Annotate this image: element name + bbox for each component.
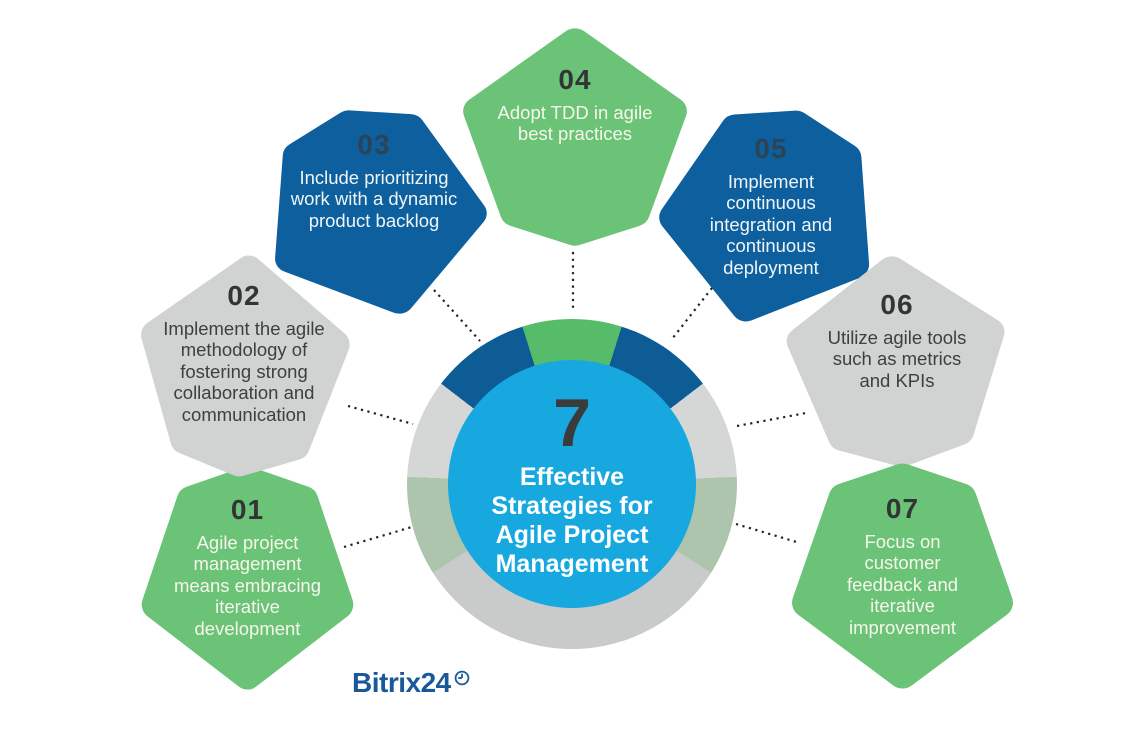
hub-title: Effective Strategies for Agile Project M… [491,463,653,578]
hub-count: 7 [553,385,591,461]
item-text: Implement the agile methodology of foste… [163,317,325,425]
connector-item-01 [343,525,413,549]
pentagon-shape [141,466,354,690]
strategy-item-02: 02 Implement the agile methodology of fo… [133,252,355,480]
item-text: Implement continuous integration and con… [709,170,833,278]
item-number: 05 [754,133,788,164]
hub-circle: 7 Effective Strategies for Agile Project… [448,360,696,608]
connector-item-05 [671,287,713,340]
item-number: 04 [558,64,592,95]
item-text: Focus on customer feedback and iterative… [846,530,959,638]
strategy-item-07: 07 Focus on customer feedback and iterat… [785,460,1020,692]
strategy-item-05: 05 Implement continuous integration and … [656,104,886,328]
pentagon-shape [792,463,1013,689]
strategy-item-04: 04 Adopt TDD in agile best practices [456,25,694,249]
strategy-item-03: 03 Include prioritizing work with a dyna… [258,104,490,320]
connector-item-02 [347,404,414,426]
pentagon-shape [786,256,1005,467]
item-number: 01 [230,494,265,525]
pentagon-shape [463,28,687,246]
brand-name: Bitrix24 [352,667,451,698]
connector-item-07 [735,522,801,545]
pentagon-shape [141,255,350,477]
item-text: Utilize agile tools such as metrics and … [827,326,967,391]
item-number: 03 [357,129,391,160]
item-text: Agile project management means embracing… [173,531,322,639]
item-number: 02 [227,280,261,311]
pentagon-shape [659,110,870,322]
clock-icon [454,670,470,686]
connector-item-06 [736,411,807,428]
item-number: 07 [885,493,920,524]
item-text: Include prioritizing work with a dynamic… [290,166,458,231]
item-text: Adopt TDD in agile best practices [497,101,653,145]
pentagon-shape [275,110,487,314]
brand-logo: Bitrix24 [352,667,470,699]
item-number: 06 [880,289,914,320]
strategy-item-06: 06 Utilize agile tools such as metrics a… [781,253,1013,470]
connector-item-03 [433,289,481,342]
strategy-item-01: 01 Agile project management means embrac… [135,463,360,693]
